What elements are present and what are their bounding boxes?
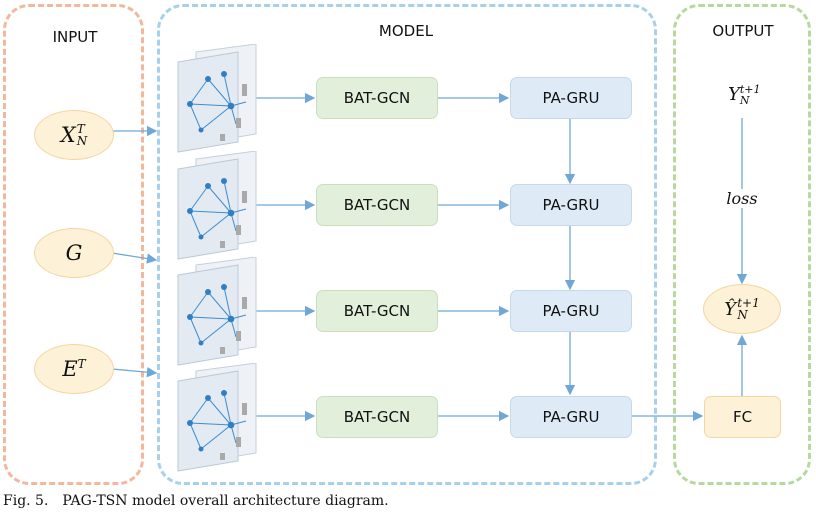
- bat-gcn-box-4: BAT-GCN: [316, 396, 438, 438]
- loss-label: loss: [723, 189, 761, 208]
- arrow-input-g: [111, 252, 158, 264]
- bat-gcn-box-2: BAT-GCN: [316, 184, 438, 226]
- graph-slice-stack-2: [177, 151, 257, 260]
- model-panel: [157, 4, 657, 485]
- pa-gru-box-2: PA-GRU: [510, 184, 632, 226]
- pa-gru-box-4: PA-GRU: [510, 396, 632, 438]
- fc-box: FC: [704, 396, 781, 438]
- pa-gru-box-1: PA-GRU: [510, 77, 632, 119]
- graph-slice-stack-4: [177, 363, 257, 472]
- arrow-input-e: [111, 366, 158, 378]
- input-panel-title: INPUT: [52, 28, 98, 46]
- bat-gcn-box-3: BAT-GCN: [316, 290, 438, 332]
- graph-slice-stack-3: [177, 257, 257, 366]
- input-node-g: G: [34, 228, 114, 278]
- graph-slice-stack-1: [177, 44, 257, 153]
- figure-number: Fig. 5.: [3, 493, 49, 509]
- pa-gru-box-3: PA-GRU: [510, 290, 632, 332]
- caption-text: PAG-TSN model overall architecture diagr…: [62, 493, 389, 509]
- output-panel: [673, 4, 811, 485]
- figure-caption: Fig. 5. PAG-TSN model overall architectur…: [3, 493, 403, 509]
- output-panel-title: OUTPUT: [712, 22, 774, 40]
- input-panel: [3, 4, 144, 485]
- model-panel-title: MODEL: [378, 22, 434, 40]
- bat-gcn-box-1: BAT-GCN: [316, 77, 438, 119]
